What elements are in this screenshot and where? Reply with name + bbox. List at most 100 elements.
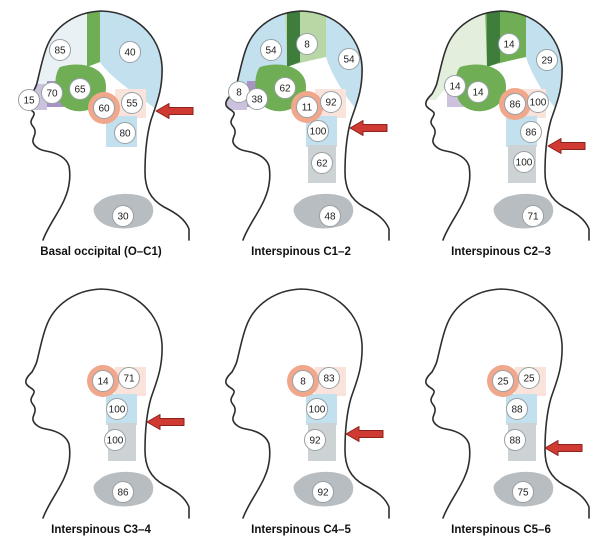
svg-text:100: 100: [516, 158, 533, 169]
panel-interspinous-c3-4: 14 71 100 100 86 Interspinous C3–4: [1, 278, 201, 556]
svg-text:65: 65: [74, 85, 86, 96]
head-diagram: 11 54 8 54 8 38 62 92 100 62 48: [225, 10, 390, 241]
region-crownStripNarrow: [287, 11, 300, 67]
svg-text:100: 100: [107, 436, 124, 447]
svg-text:70: 70: [46, 89, 58, 100]
svg-text:14: 14: [472, 88, 484, 99]
svg-text:100: 100: [109, 405, 126, 416]
panel-interspinous-c2-3: 86 14 29 14 14 100 86 100 71 Interspinous C2–3: [401, 0, 601, 278]
svg-text:60: 60: [98, 104, 110, 115]
score-bubble: 92: [320, 91, 342, 113]
panel-caption: Interspinous C2–3: [451, 246, 551, 258]
score-bubble: 8: [296, 33, 318, 55]
score-bubble: 100: [307, 120, 329, 142]
panel-caption: Basal occipital (O–C1): [40, 246, 162, 258]
head-outline: [25, 288, 190, 519]
svg-text:14: 14: [449, 82, 461, 93]
score-bubble: 48: [319, 205, 341, 227]
score-bubble: 100: [106, 398, 128, 420]
panel-basal-occipital: 60 85 40 15 70 65 55 80 30 Basal occipital (O–C1…: [1, 0, 201, 278]
svg-text:38: 38: [251, 95, 263, 106]
svg-text:92: 92: [317, 488, 329, 499]
svg-text:75: 75: [517, 488, 529, 499]
head-outline: [225, 288, 390, 519]
svg-text:54: 54: [265, 46, 277, 57]
score-bubble: 100: [527, 91, 549, 113]
score-bubble: 71: [522, 205, 544, 227]
svg-text:25: 25: [523, 374, 535, 385]
head-outline: [425, 288, 590, 519]
score-bubble: 85: [49, 39, 71, 61]
score-bubble: 38: [246, 88, 268, 110]
svg-text:40: 40: [124, 48, 136, 59]
score-bubble: 70: [41, 82, 63, 104]
injection-level-arrow: [547, 138, 586, 154]
svg-text:92: 92: [325, 98, 337, 109]
svg-text:71: 71: [123, 374, 135, 385]
svg-text:86: 86: [509, 100, 521, 111]
region-crownStripNarrow: [487, 11, 500, 67]
head-diagram: 86 14 29 14 14 100 86 100 71: [425, 10, 590, 241]
score-bubble: 62: [274, 77, 296, 99]
score-bubble: 100: [306, 398, 328, 420]
head-outline: [425, 10, 590, 241]
svg-text:54: 54: [343, 55, 355, 66]
svg-text:86: 86: [525, 128, 537, 139]
svg-text:48: 48: [324, 212, 336, 223]
svg-text:80: 80: [119, 129, 131, 140]
score-bubble: 55: [121, 92, 143, 114]
injection-level-arrow: [146, 414, 185, 430]
score-bubble: 30: [112, 205, 134, 227]
svg-text:8: 8: [236, 88, 242, 99]
panel-interspinous-c1-2: 11 54 8 54 8 38 62 92 100 62 48 Interspinous C1–2: [201, 0, 401, 278]
score-bubble: 54: [260, 39, 282, 61]
head-diagram: 25 25 88 88 75: [425, 288, 590, 519]
region-crownStripNarrow: [87, 11, 100, 67]
score-bubble: 14: [444, 75, 466, 97]
score-bubble: 29: [536, 49, 558, 71]
score-bubble: 75: [512, 481, 534, 503]
panel-caption: Interspinous C3–4: [51, 524, 151, 536]
score-bubble: 65: [69, 78, 91, 100]
panel-caption: Interspinous C1–2: [251, 246, 351, 258]
svg-text:8: 8: [300, 377, 306, 388]
score-bubble: 8: [292, 370, 314, 392]
score-bubble: 86: [520, 121, 542, 143]
score-bubble: 40: [119, 41, 141, 63]
score-bubble: 88: [504, 429, 526, 451]
score-bubble: 80: [114, 122, 136, 144]
svg-text:14: 14: [97, 377, 109, 388]
svg-text:14: 14: [503, 40, 515, 51]
score-bubble: 86: [112, 481, 134, 503]
score-bubble: 71: [118, 367, 140, 389]
svg-text:86: 86: [117, 488, 129, 499]
svg-text:29: 29: [541, 56, 553, 67]
svg-text:85: 85: [54, 46, 66, 57]
svg-text:92: 92: [309, 436, 321, 447]
score-bubble: 25: [518, 367, 540, 389]
score-bubble: 11: [296, 96, 318, 118]
injection-level-arrow: [349, 120, 388, 136]
panel-caption: Interspinous C5–6: [451, 524, 551, 536]
svg-text:62: 62: [279, 84, 291, 95]
score-bubble: 100: [513, 151, 535, 173]
score-bubble: 15: [18, 89, 40, 111]
score-bubble: 88: [506, 398, 528, 420]
svg-text:15: 15: [23, 96, 35, 107]
svg-text:100: 100: [310, 127, 327, 138]
svg-text:62: 62: [316, 159, 328, 170]
head-diagram: 14 71 100 100 86: [25, 288, 190, 519]
score-bubble: 14: [92, 370, 114, 392]
panel-interspinous-c5-6: 25 25 88 88 75 Interspinous C5–6: [401, 278, 601, 556]
svg-text:8: 8: [304, 40, 310, 51]
panel-caption: Interspinous C4–5: [251, 524, 351, 536]
score-bubble: 100: [104, 429, 126, 451]
svg-text:25: 25: [497, 377, 509, 388]
svg-text:71: 71: [527, 212, 539, 223]
svg-text:88: 88: [509, 436, 521, 447]
svg-text:11: 11: [302, 103, 313, 114]
score-bubble: 25: [492, 370, 514, 392]
